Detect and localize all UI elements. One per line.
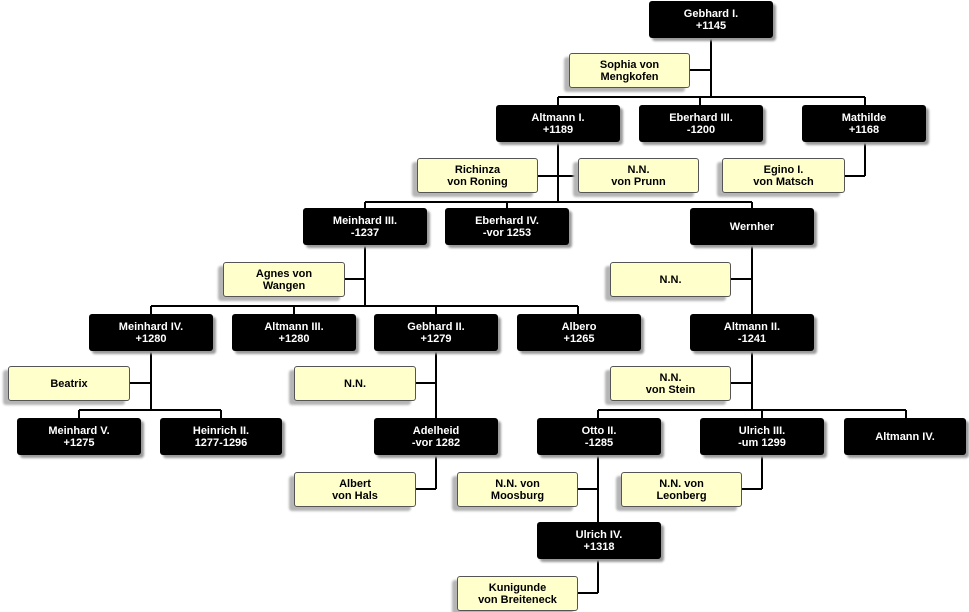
spouse-egino-i-von-matsch[interactable]: Egino I. von Matsch — [722, 158, 845, 193]
person-date: +1145 — [695, 19, 727, 32]
spouse-line-1: Kunigunde — [488, 581, 547, 594]
spouse-line-1: N.N. — [627, 163, 650, 176]
person-name: Albero — [561, 320, 597, 333]
spouse-line-2: von Hals — [332, 489, 378, 502]
person-name: Wernher — [729, 220, 775, 233]
spouse-line-1: N.N. von — [659, 477, 704, 490]
spouse-line-2: von Matsch — [753, 175, 814, 188]
person-altmann-iv[interactable]: Altmann IV. — [844, 418, 966, 455]
spouse-nn-wernher[interactable]: N.N. — [610, 262, 731, 297]
spouse-line-2: von Prunn — [611, 175, 666, 188]
person-ulrich-iii[interactable]: Ulrich III. -um 1299 — [700, 418, 824, 455]
person-eberhard-iv[interactable]: Eberhard IV. -vor 1253 — [445, 208, 569, 245]
person-date: +1318 — [583, 540, 615, 553]
person-ulrich-iv[interactable]: Ulrich IV. +1318 — [537, 522, 661, 559]
person-name: Altmann I. — [531, 111, 585, 124]
spouse-line-1: Sophia von — [599, 58, 660, 71]
person-name: Gebhard II. — [407, 320, 465, 333]
person-heinrich-ii[interactable]: Heinrich II. 1277-1296 — [160, 418, 282, 455]
person-altmann-iii[interactable]: Altmann III. +1280 — [232, 314, 356, 351]
spouse-kunigunde-von-breiteneck[interactable]: Kunigunde von Breiteneck — [457, 576, 578, 611]
person-date: +1265 — [563, 332, 595, 345]
person-name: Meinhard V. — [48, 424, 110, 437]
spouse-line-1: N.N. — [659, 371, 682, 384]
person-name: Ulrich III. — [738, 424, 786, 437]
person-name: Altmann IV. — [875, 430, 935, 443]
person-date: 1277-1296 — [194, 436, 248, 449]
person-name: Ulrich IV. — [575, 528, 623, 541]
spouse-line-2: von Stein — [645, 383, 696, 396]
person-date: -1241 — [737, 332, 767, 345]
person-altmann-ii[interactable]: Altmann II. -1241 — [690, 314, 814, 351]
person-albero[interactable]: Albero +1265 — [517, 314, 641, 351]
person-date: +1275 — [63, 436, 95, 449]
person-name: Altmann II. — [723, 320, 781, 333]
spouse-nn-von-prunn[interactable]: N.N. von Prunn — [578, 158, 699, 193]
person-date: -1237 — [350, 226, 380, 239]
person-name: Gebhard I. — [683, 7, 739, 20]
person-adelheid[interactable]: Adelheid -vor 1282 — [374, 418, 498, 455]
spouse-line-2: Mengkofen — [600, 70, 659, 83]
spouse-line-2: Wangen — [262, 279, 306, 292]
person-date: -um 1299 — [738, 436, 786, 449]
spouse-richinza-von-roning[interactable]: Richinza von Roning — [417, 158, 538, 193]
person-name: Meinhard III. — [332, 214, 398, 227]
spouse-beatrix[interactable]: Beatrix — [8, 366, 130, 401]
person-name: Meinhard IV. — [118, 320, 184, 333]
person-name: Otto II. — [581, 424, 617, 437]
person-meinhard-iv[interactable]: Meinhard IV. +1280 — [89, 314, 213, 351]
person-date: -vor 1282 — [411, 436, 461, 449]
spouse-line-1: N.N. — [344, 377, 366, 390]
person-date: -1285 — [584, 436, 614, 449]
person-date: -1200 — [686, 123, 716, 136]
person-wernher[interactable]: Wernher — [690, 208, 814, 245]
spouse-nn-gebhard-ii[interactable]: N.N. — [294, 366, 416, 401]
person-date: +1280 — [135, 332, 167, 345]
spouse-sophia-von-mengkofen[interactable]: Sophia von Mengkofen — [569, 53, 690, 88]
person-otto-ii[interactable]: Otto II. -1285 — [537, 418, 661, 455]
spouse-line-1: Egino I. — [763, 163, 804, 176]
spouse-line-2: von Roning — [447, 175, 508, 188]
spouse-nn-von-leonberg[interactable]: N.N. von Leonberg — [621, 472, 742, 507]
spouse-line-2: Moosburg — [490, 489, 545, 502]
person-name: Altmann III. — [264, 320, 324, 333]
person-mathilde[interactable]: Mathilde +1168 — [802, 105, 926, 142]
person-name: Eberhard IV. — [475, 214, 539, 227]
person-name: Mathilde — [841, 111, 887, 124]
person-date: +1280 — [278, 332, 310, 345]
spouse-agnes-von-wangen[interactable]: Agnes von Wangen — [223, 262, 345, 297]
person-gebhard-ii[interactable]: Gebhard II. +1279 — [374, 314, 498, 351]
person-meinhard-iii[interactable]: Meinhard III. -1237 — [303, 208, 427, 245]
person-name: Adelheid — [412, 424, 460, 437]
spouse-albert-von-hals[interactable]: Albert von Hals — [294, 472, 416, 507]
person-date: +1189 — [542, 123, 574, 136]
person-name: Eberhard III. — [669, 111, 733, 124]
spouse-line-1: N.N. — [659, 273, 682, 286]
person-date: -vor 1253 — [482, 226, 532, 239]
spouse-nn-von-stein[interactable]: N.N. von Stein — [610, 366, 731, 401]
spouse-line-1: Richinza — [454, 163, 501, 176]
person-meinhard-v[interactable]: Meinhard V. +1275 — [17, 418, 141, 455]
person-eberhard-iii[interactable]: Eberhard III. -1200 — [639, 105, 763, 142]
person-date: +1279 — [420, 332, 452, 345]
spouse-line-1: Albert — [339, 477, 371, 490]
person-gebhard-i[interactable]: Gebhard I. +1145 — [649, 1, 773, 38]
spouse-line-2: Leonberg — [656, 489, 707, 502]
spouse-nn-von-moosburg[interactable]: N.N. von Moosburg — [457, 472, 578, 507]
person-altmann-i[interactable]: Altmann I. +1189 — [496, 105, 620, 142]
spouse-line-2: von Breiteneck — [478, 593, 557, 606]
person-date: +1168 — [848, 123, 880, 136]
spouse-line-1: Beatrix — [50, 377, 88, 390]
spouse-line-1: Agnes von — [255, 267, 313, 280]
spouse-line-1: N.N. von — [495, 477, 540, 490]
person-name: Heinrich II. — [192, 424, 250, 437]
